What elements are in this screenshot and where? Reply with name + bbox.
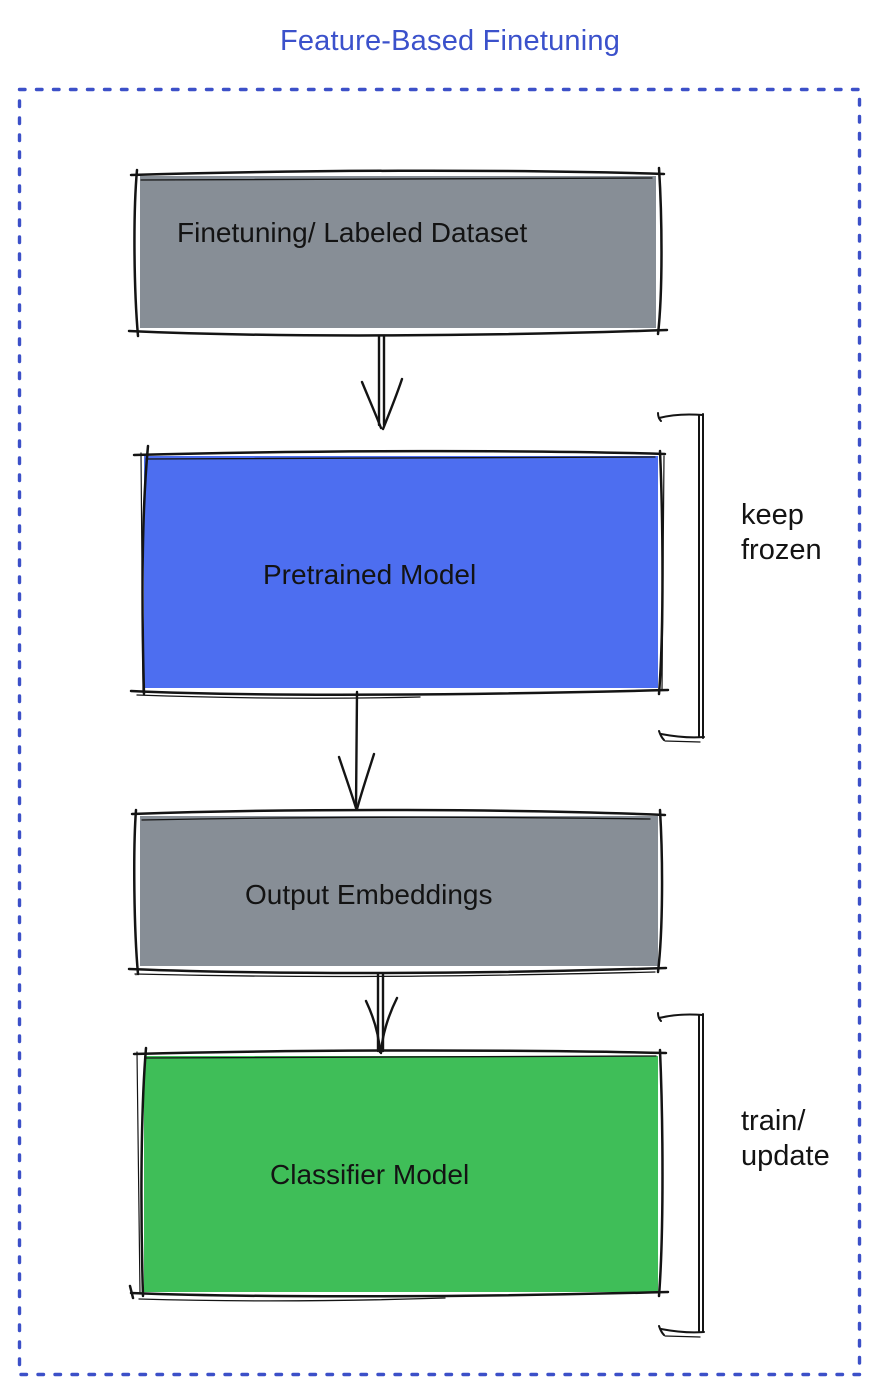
bracket-train-update	[657, 1012, 705, 1338]
sketch-strokes	[127, 166, 705, 1338]
node-label-finetuning-dataset: Finetuning/ Labeled Dataset	[177, 217, 528, 248]
dotted-border	[17, 87, 862, 1377]
node-label-output-embeddings: Output Embeddings	[245, 879, 493, 910]
output-embeddings-border	[127, 808, 668, 978]
arrow-pretrained-to-embeddings	[337, 690, 376, 811]
finetuning-dataset-box	[140, 176, 656, 328]
pretrained-model-border	[129, 444, 670, 699]
classifier-model-box	[144, 1056, 658, 1292]
pretrained-model-box	[144, 456, 658, 688]
annotation-keep-frozen: keep frozen	[741, 499, 822, 566]
finetuning-dataset-border	[127, 166, 669, 976]
classifier-model-border	[128, 1046, 670, 1302]
node-label-pretrained-model: Pretrained Model	[263, 559, 477, 590]
diagram-title: Feature-Based Finetuning	[279, 25, 621, 57]
node-label-classifier-model: Classifier Model	[270, 1159, 470, 1190]
output-embeddings-box	[140, 816, 658, 966]
arrow-embeddings-to-classifier	[364, 972, 399, 1055]
bracket-keep-frozen	[657, 412, 705, 743]
annotation-train-update: train/ update	[741, 1105, 830, 1172]
arrow-dataset-to-pretrained	[360, 334, 404, 431]
